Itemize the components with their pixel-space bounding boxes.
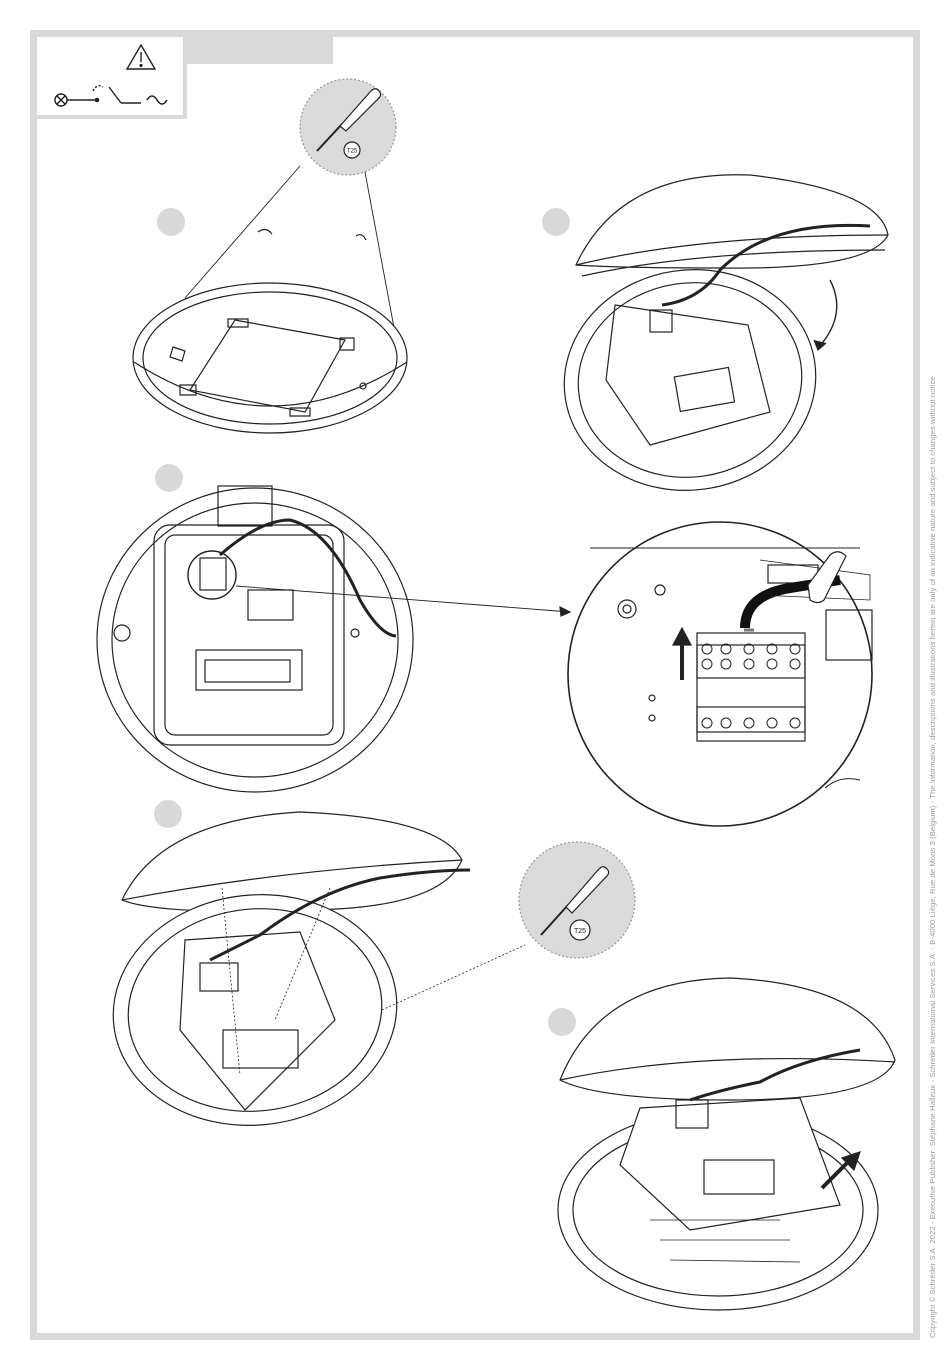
- copyright-notice: Copyright © Schréder S.A. 2022 - Executi…: [928, 243, 937, 1338]
- tool-2-screwdriver-icon: T25: [519, 842, 635, 958]
- step-5-marker: [548, 1008, 576, 1036]
- step-1-illustration: [133, 229, 407, 433]
- step-4-illustration: [102, 812, 525, 1139]
- step-5-illustration: [558, 978, 895, 1310]
- step-2-marker: [542, 208, 570, 236]
- step-1-marker: [157, 208, 185, 236]
- step-3-detail: [568, 522, 872, 826]
- step-2-illustration: [550, 175, 888, 507]
- tool-2-bit: T25: [574, 928, 586, 935]
- step-3-marker: [155, 464, 183, 492]
- step-3-illustration: [97, 486, 570, 792]
- tool-1-bit: T25: [347, 149, 358, 155]
- step-4-marker: [154, 800, 182, 828]
